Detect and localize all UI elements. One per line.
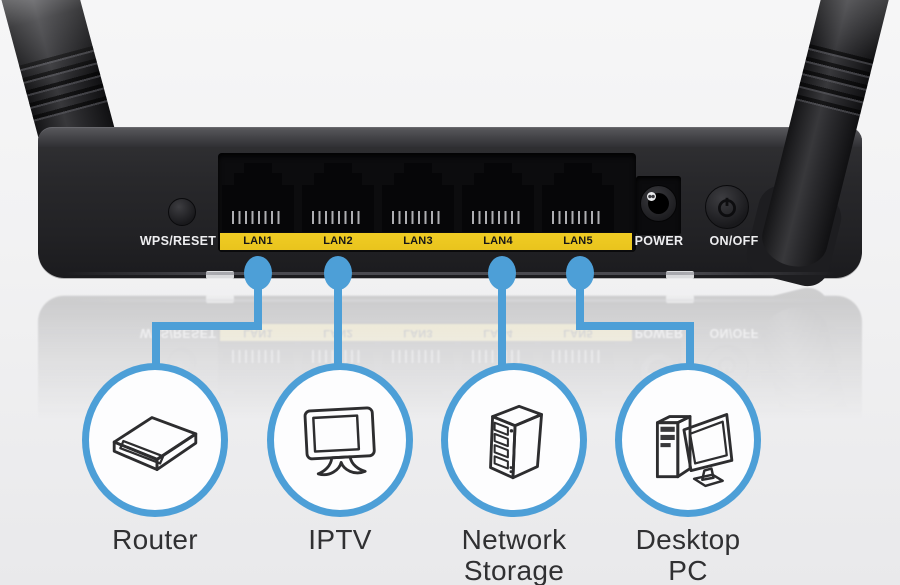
legend-circle-desktop-pc: [615, 363, 761, 517]
router-foot: [206, 271, 234, 279]
router-top-edge: [38, 127, 862, 147]
network-storage-icon: [489, 404, 543, 480]
wps-reset-label: WPS/RESET: [139, 234, 217, 248]
power-jack-recess: [636, 176, 681, 235]
power-label: POWER: [634, 234, 684, 248]
legend-label-line: IPTV: [308, 524, 372, 555]
legend-label-line: PC: [668, 555, 708, 585]
legend-label-line: Network: [461, 524, 567, 555]
legend-circle-router: [82, 363, 228, 517]
legend-circle-iptv: [267, 363, 413, 517]
lan4-connector-dot: [488, 256, 516, 290]
lan-label-strip: LAN1 LAN2 LAN3 LAN4 LAN5: [220, 233, 632, 250]
lan3-label: LAN3: [403, 235, 433, 247]
legend-label-line: Router: [112, 524, 198, 555]
rj45-pins: [392, 211, 444, 224]
connector-lan1-router: [152, 273, 262, 372]
power-symbol-icon: [718, 197, 736, 218]
legend-label-desktop-pc: Desktop PC: [598, 524, 778, 585]
legend-label-iptv: IPTV: [250, 524, 430, 555]
rj45-pins: [312, 211, 364, 224]
legend-circle-network-storage: [441, 363, 587, 517]
on-off-label: ON/OFF: [709, 234, 759, 248]
lan5-connector-dot: [566, 256, 594, 290]
on-off-button: [705, 185, 749, 229]
wps-reset-button: [168, 198, 196, 226]
rj45-pins: [472, 211, 524, 224]
lan4-label: LAN4: [483, 235, 513, 247]
router-foot: [666, 271, 694, 279]
lan2-connector-dot: [324, 256, 352, 290]
power-jack-pin: [647, 192, 656, 201]
desktop-pc-icon: [655, 413, 734, 488]
lan2-label: LAN2: [323, 235, 353, 247]
iptv-icon: [303, 406, 376, 477]
lan5-label: LAN5: [563, 235, 593, 247]
router-bottom-highlight: [64, 272, 836, 275]
router-icon: [112, 416, 198, 472]
legend-label-line: Desktop: [635, 524, 741, 555]
lan1-label: LAN1: [243, 235, 273, 247]
router-body: LAN1 LAN2 LAN3 LAN4 LAN5 WPS/RESET POWER: [38, 127, 862, 291]
connector-lan5-pc: [576, 273, 694, 372]
legend-label-line: Storage: [463, 555, 565, 585]
legend-label-network-storage: Network Storage: [424, 524, 604, 585]
legend-label-router: Router: [65, 524, 245, 555]
power-jack: [640, 185, 677, 222]
rj45-pins: [232, 211, 284, 224]
lan1-connector-dot: [244, 256, 272, 290]
rj45-pins: [552, 211, 604, 224]
